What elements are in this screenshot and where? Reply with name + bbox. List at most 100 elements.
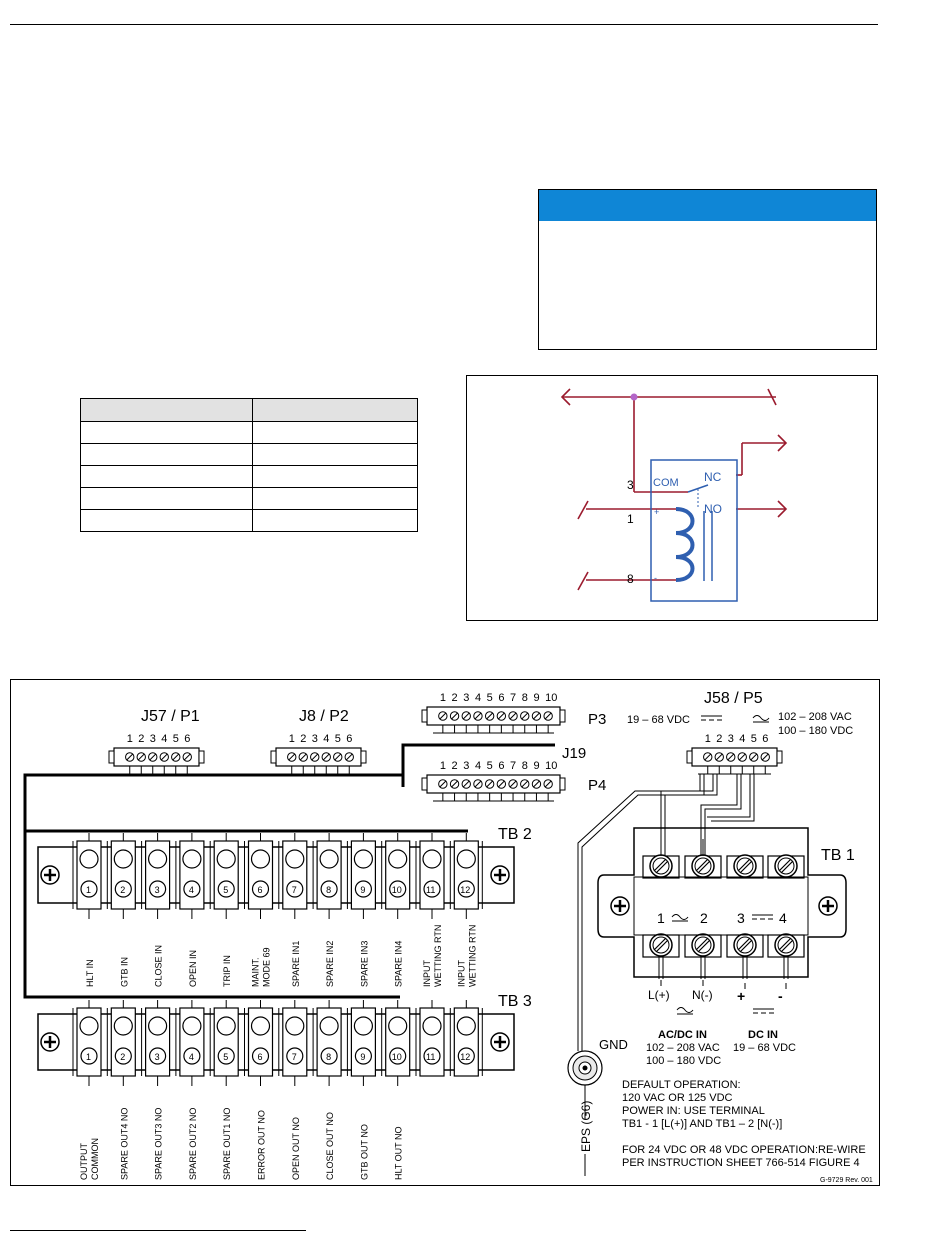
table-row [80, 443, 418, 466]
tb1-screw-top-slot [778, 858, 792, 872]
table-cell [252, 443, 418, 466]
tb1-pos-1: 1 [657, 910, 665, 926]
tb3-screw [216, 1016, 236, 1036]
table-row [80, 421, 418, 444]
tb2-terminal-number: 12 [460, 885, 470, 895]
tb1-screw-top-inner [777, 857, 795, 875]
j58-connector-pin-number: 2 [716, 733, 722, 745]
j58-connector-pin-slot [750, 753, 758, 761]
p3-connector-pin-number: 4 [475, 692, 481, 704]
tb3-screw [113, 1016, 133, 1036]
p3-connector-pin-number: 10 [545, 692, 557, 704]
tb3-screw [353, 1016, 373, 1036]
tb3-terminal-number: 4 [189, 1052, 194, 1062]
com-label: COM [653, 477, 679, 489]
table-row [80, 487, 418, 510]
tb3-number-ring [389, 1047, 407, 1065]
tb1-screw-bottom-slot [697, 939, 711, 953]
callout-box [538, 189, 877, 350]
tb1-screw-top-slot [697, 860, 711, 874]
wire-j58-tb1 [700, 774, 738, 855]
tb2-number-ring [114, 880, 132, 898]
j57-connector-pin-slot [160, 753, 168, 761]
j58-connector-pin-slot [761, 753, 769, 761]
ac-range-top-2: 100 – 180 VDC [778, 725, 853, 737]
p4-connector-pin-slot [462, 780, 470, 788]
tb2-signal-label: SPARE IN3 [359, 941, 369, 987]
tb1-screw-top-inner [694, 857, 712, 875]
top-rule [10, 24, 878, 25]
tb3-number-ring [183, 1047, 201, 1065]
wiring-diagram: J57 / P1 J8 / P2 J58 / P5 P3 J19 P4 19 –… [10, 679, 880, 1186]
j57-connector-pin-slot [183, 753, 191, 761]
tb2-signal-label: GTB IN [119, 957, 129, 987]
note-line: TB1 - 1 [L(+)] AND TB1 – 2 [N(-)] [622, 1118, 782, 1130]
j19-label: J19 [562, 745, 586, 762]
tb1-pos-3: 3 [737, 910, 745, 926]
tb2-number-ring [423, 880, 441, 898]
tb3-terminal-number: 10 [392, 1052, 402, 1062]
p4-connector-pin-number: 6 [498, 760, 504, 772]
p4-connector-pin-slot [544, 780, 552, 788]
tb2-terminal-number: 11 [426, 885, 435, 895]
j58-connector-pin-number: 3 [728, 733, 734, 745]
tb2-number-ring [217, 880, 235, 898]
tb3-screw [79, 1016, 99, 1036]
j57-connector-pin-number: 3 [150, 733, 156, 745]
tb3-terminal-number: 8 [326, 1052, 331, 1062]
tb1-screw-bottom-slot [695, 937, 709, 951]
tb3-signal-label: HLT OUT NO [394, 1126, 404, 1180]
tb2-screw [113, 849, 133, 869]
p3-connector-pin-slot [439, 712, 447, 720]
p3-connector-ear [421, 709, 428, 723]
tb2-signal-label: HLT IN [85, 959, 95, 987]
footnote-rule [10, 1230, 306, 1231]
tb1-screw-bottom-inner [736, 936, 754, 954]
tb3-number-ring [149, 1047, 167, 1065]
p4-connector-ear [421, 777, 428, 791]
tb2-screw [388, 849, 408, 869]
p3-connector-pin-number: 5 [487, 692, 493, 704]
tb3-terminal-number: 3 [155, 1052, 160, 1062]
tb2-signal-label: SPARE IN4 [394, 941, 404, 987]
p3-connector-pin-slot [533, 712, 540, 720]
tb2-signal-label: SPARE IN1 [291, 941, 301, 987]
tb1-screw-bottom-slot [737, 937, 751, 951]
tb3-terminal-number: 5 [223, 1052, 228, 1062]
table-cell [252, 487, 418, 510]
tb1-screw-bottom-slot [653, 937, 667, 951]
tb3-number-ring [251, 1047, 270, 1065]
tb2-number-ring [320, 880, 338, 898]
table-cell [252, 421, 418, 444]
j57-connector-pin-slot [149, 753, 157, 761]
j8-connector-ear [270, 750, 277, 764]
tb1-nminus: N(-) [692, 988, 713, 1002]
junction-dot [630, 393, 638, 401]
j58-connector-pin-slot [727, 753, 735, 761]
p4-connector-pin-number: 2 [452, 760, 458, 772]
tb2-terminal-number: 7 [292, 885, 297, 895]
j8-connector-pin-number: 5 [335, 733, 341, 745]
note-line: PER INSTRUCTION SHEET 766-514 FIGURE 4 [622, 1157, 860, 1169]
tb2-terminal-number: 1 [86, 885, 91, 895]
tb1-screw-bottom-slot [739, 939, 753, 953]
tb2-screw [148, 849, 168, 869]
table-header-cell [252, 398, 418, 422]
tb2-signal-label: MAINT. [251, 957, 261, 987]
tb1-screw-top-slot [695, 858, 709, 872]
j58-connector-pin-number: 6 [762, 733, 768, 745]
nc-label: NC [704, 470, 722, 484]
j8-connector-pin-number: 2 [300, 733, 306, 745]
j57-connector-pin-number: 1 [127, 733, 133, 745]
wire-j58-gnd [581, 774, 705, 1051]
tb2-signal-label: TRIP IN [222, 955, 232, 987]
p3-connector-pin-number: 9 [533, 692, 539, 704]
note-line: POWER IN: USE TERMINAL [622, 1105, 765, 1117]
coil-minus: - [654, 573, 657, 583]
j58-connector-pin-slot [738, 753, 746, 761]
j57-connector-pin-number: 5 [173, 733, 179, 745]
table-cell [252, 465, 418, 488]
eps-label: EPS (G6) [579, 1101, 593, 1152]
p4-connector-ear [559, 777, 566, 791]
tb1-screw-bottom-inner [652, 936, 670, 954]
